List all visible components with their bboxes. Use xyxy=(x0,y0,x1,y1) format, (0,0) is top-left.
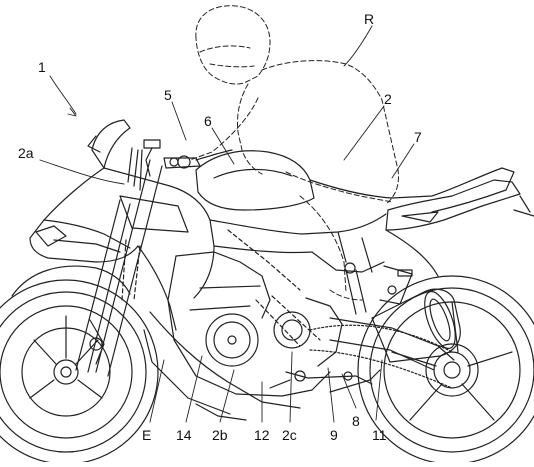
shift-linkage xyxy=(285,371,357,379)
engine-cover xyxy=(205,313,259,367)
label-7: 7 xyxy=(414,129,422,145)
fairing-nose xyxy=(29,167,139,263)
front-fairing xyxy=(29,119,215,331)
seat-and-tail xyxy=(309,167,534,277)
rider-leg xyxy=(285,171,393,293)
headlight xyxy=(35,225,67,247)
handlebar-grip xyxy=(163,157,201,169)
rider-outline xyxy=(189,5,399,301)
chain xyxy=(309,324,453,389)
label-1: 1 xyxy=(38,59,46,75)
label-2c: 2c xyxy=(282,427,297,443)
front-wheel xyxy=(0,279,159,465)
label-2b: 2b xyxy=(212,427,228,443)
rear-fender xyxy=(385,229,439,277)
rear-shock xyxy=(345,269,367,315)
front-fender xyxy=(11,265,131,297)
seat xyxy=(309,167,515,213)
clutch-cover xyxy=(273,311,311,349)
front-fork xyxy=(11,159,163,377)
label-8: 8 xyxy=(352,413,360,429)
label-2a: 2a xyxy=(18,145,34,161)
rider-helmet xyxy=(195,5,271,85)
lower-cowl xyxy=(143,311,301,421)
side-panel xyxy=(119,195,189,233)
rider-visor xyxy=(199,45,255,68)
reference-labels: 1 R 5 6 2 7 2a E 14 2b 12 2c 9 8 11 xyxy=(18,11,422,443)
fuel-tank xyxy=(195,150,315,211)
engine xyxy=(167,251,373,397)
leader-lines xyxy=(39,25,415,423)
label-R: R xyxy=(364,11,374,27)
rider-chest xyxy=(237,83,263,175)
label-11: 11 xyxy=(372,427,387,443)
label-6: 6 xyxy=(204,113,212,129)
label-14: 14 xyxy=(176,427,192,443)
label-5: 5 xyxy=(164,87,172,103)
rider-back xyxy=(261,60,399,205)
windscreen xyxy=(91,119,131,169)
passenger-bracket xyxy=(379,265,413,305)
handlebar-assembly xyxy=(127,139,233,191)
rider-foot xyxy=(329,289,363,301)
label-12: 12 xyxy=(254,427,270,443)
rear-sprocket xyxy=(425,343,479,397)
label-9: 9 xyxy=(330,427,338,443)
frame xyxy=(209,213,387,291)
label-2: 2 xyxy=(384,91,392,107)
label-E: E xyxy=(142,427,151,443)
exhaust-muffler xyxy=(329,288,461,393)
tail-cowl xyxy=(385,179,521,231)
footrest xyxy=(269,375,373,389)
swingarm xyxy=(309,262,479,397)
